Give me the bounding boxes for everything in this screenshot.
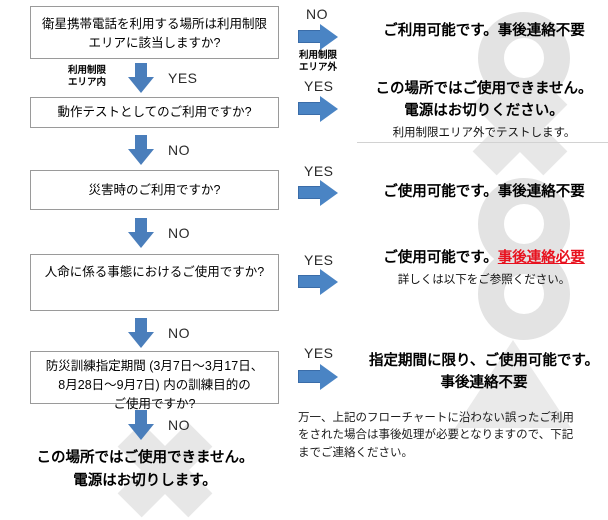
question-box-3: 災害時のご利用ですか?: [30, 170, 279, 210]
branch-2-result-line-1: この場所ではご使用できません。: [375, 81, 593, 97]
branch-4-answer-label: YES: [304, 252, 334, 268]
final-outcome: この場所ではご使用できません。 電源はお切りします。: [0, 447, 290, 493]
question-box-2: 動作テストとしてのご利用ですか?: [30, 97, 279, 128]
branch-1-result: ご利用可能です。事後連絡不要: [360, 20, 608, 42]
side-label-line-2: エリア内: [67, 76, 106, 88]
branch-4-result-sub-1: 詳しくは以下をご参照ください。: [397, 274, 571, 287]
arrow-down-1-label: YES: [168, 70, 198, 86]
branch-4-result-line-1: ご使用可能です。事後連絡必要: [360, 247, 608, 269]
branch-2-separator: [357, 142, 608, 143]
footnote-line-2: をされた場合は事後処理が必要となりますので、下記: [298, 429, 574, 442]
branch-2-answer-label: YES: [304, 78, 334, 94]
arrow-right-5: [298, 364, 338, 390]
branch-5-result-line-1: 指定期間に限り、ご使用可能です。: [369, 353, 599, 369]
branch-4-result-prefix: ご使用可能です。: [383, 250, 498, 266]
branch-side-label-restricted-area: 利用制限 エリア内: [58, 65, 116, 89]
arrow-right-2: [298, 96, 338, 122]
arrow-right-3: [298, 180, 338, 206]
branch-5-answer-label: YES: [304, 345, 334, 361]
branch-1-side-label: 利用制限 エリア外: [290, 50, 346, 74]
branch-2-result-line-2: 電源はお切りください。: [404, 103, 564, 120]
arrow-down-5-label: NO: [168, 417, 190, 433]
arrow-down-3-label: NO: [168, 225, 190, 241]
arrow-down-2-label: NO: [168, 142, 190, 158]
branch-3-answer-label: YES: [304, 163, 334, 179]
question-box-4: 人命に係る事態におけるご使用ですか?: [30, 254, 279, 311]
question-box-1-line-1: 衛星携帯電話を利用する場所は利用制限: [41, 17, 267, 31]
footnote: 万一、上記のフローチャートに沿わない誤ったご利用 をされた場合は事後処理が必要と…: [298, 410, 603, 462]
arrow-down-4: [128, 318, 154, 348]
branch-1-result-line-1: ご利用可能です。事後連絡不要: [383, 23, 585, 39]
arrow-down-5: [128, 410, 154, 440]
arrow-down-3: [128, 218, 154, 248]
flowchart-canvas: 衛星携帯電話を利用する場所は利用制限 エリアに該当しますか? 利用制限 エリア内…: [0, 0, 608, 500]
footnote-line-1: 万一、上記のフローチャートに沿わない誤ったご利用: [298, 412, 574, 424]
branch-1-side-label-line-1: 利用制限: [298, 50, 337, 61]
branch-4-result-alert: 事後連絡必要: [497, 250, 585, 266]
question-box-5-line-3: ご使用ですか?: [113, 396, 196, 411]
arrow-down-4-label: NO: [168, 325, 190, 341]
side-label-line-1: 利用制限: [67, 65, 106, 76]
question-box-4-line-1: 人命に係る事態におけるご使用ですか?: [44, 265, 265, 279]
branch-4-result: ご使用可能です。事後連絡必要 詳しくは以下をご参照ください。: [360, 247, 608, 290]
arrow-right-1: [298, 24, 338, 50]
arrow-right-4: [298, 269, 338, 295]
branch-3-result-line-1: ご使用可能です。事後連絡不要: [383, 184, 585, 200]
branch-5-result-line-2: 事後連絡不要: [440, 375, 528, 392]
branch-5-result: 指定期間に限り、ご使用可能です。 事後連絡不要: [360, 350, 608, 395]
question-box-1-line-2: エリアに該当しますか?: [88, 35, 221, 50]
question-box-5: 防災訓練指定期間 (3月7日〜3月17日、 8月28日〜9月7日) 内の訓練目的…: [30, 351, 279, 411]
branch-1-side-label-line-2: エリア外: [298, 61, 337, 73]
question-box-1: 衛星携帯電話を利用する場所は利用制限 エリアに該当しますか?: [30, 6, 279, 59]
final-outcome-line-1: この場所ではご使用できません。: [36, 450, 254, 466]
final-outcome-line-2: 電源はお切りします。: [73, 473, 217, 490]
question-box-5-line-1: 防災訓練指定期間 (3月7日〜3月17日、: [45, 359, 264, 373]
branch-2-result-sub-1: 利用制限エリア外でテストします。: [392, 126, 576, 139]
arrow-down-1: [128, 63, 154, 93]
branch-3-result: ご使用可能です。事後連絡不要: [360, 181, 608, 203]
branch-2-result: この場所ではご使用できません。 電源はお切りください。 利用制限エリア外でテスト…: [360, 78, 608, 142]
question-box-2-line-1: 動作テストとしてのご利用ですか?: [57, 105, 252, 120]
question-box-3-line-1: 災害時のご利用ですか?: [88, 182, 221, 197]
branch-1-answer-label: NO: [306, 6, 328, 22]
question-box-5-line-2: 8月28日〜9月7日) 内の訓練目的の: [58, 377, 251, 392]
footnote-line-3: までご連絡ください。: [298, 446, 413, 459]
arrow-down-2: [128, 135, 154, 165]
